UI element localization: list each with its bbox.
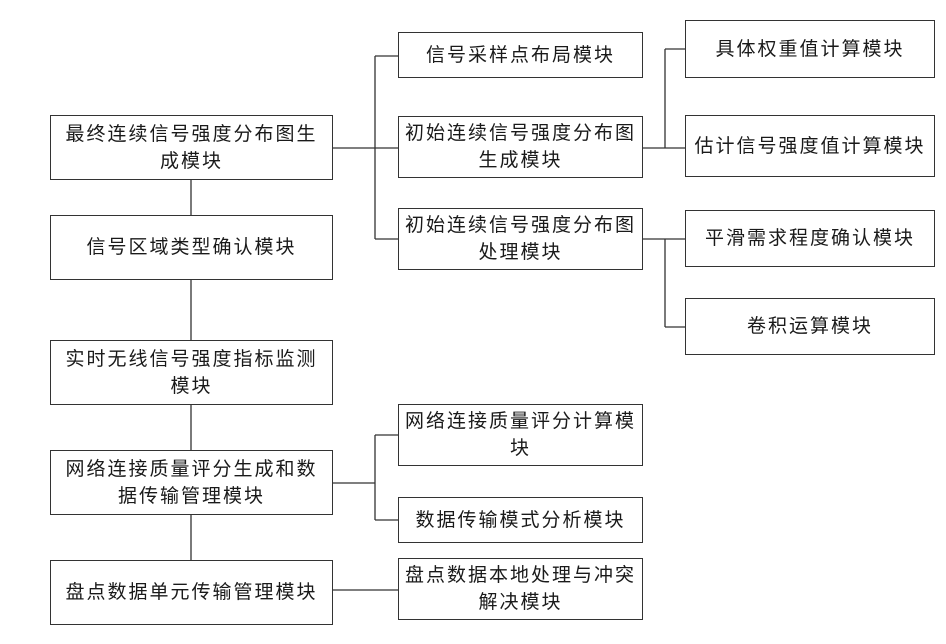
initial-map-generation-module: 初始连续信号强度分布图生成模块 <box>398 116 643 178</box>
score-calc-label: 网络连接质量评分计算模块 <box>404 408 638 462</box>
estimate-calc-label: 估计信号强度值计算模块 <box>694 133 925 160</box>
region-type-confirm-label: 信号区域类型确认模块 <box>86 234 296 261</box>
initial-map-processing-module: 初始连续信号强度分布图处理模块 <box>398 208 643 270</box>
local-processing-module: 盘点数据本地处理与冲突解决模块 <box>398 558 643 620</box>
initial-map-generation-label: 初始连续信号强度分布图生成模块 <box>404 120 638 174</box>
transfer-mode-analysis-module: 数据传输模式分析模块 <box>398 497 643 543</box>
smooth-confirm-module: 平滑需求程度确认模块 <box>685 210 935 267</box>
final-map-generation-module: 最终连续信号强度分布图生成模块 <box>50 115 333 180</box>
convolution-module: 卷积运算模块 <box>685 298 935 355</box>
final-map-generation-label: 最终连续信号强度分布图生成模块 <box>57 121 327 175</box>
weight-calc-module: 具体权重值计算模块 <box>685 20 935 78</box>
realtime-monitor-label: 实时无线信号强度指标监测模块 <box>57 346 327 400</box>
initial-map-processing-label: 初始连续信号强度分布图处理模块 <box>404 212 638 266</box>
sampling-layout-module: 信号采样点布局模块 <box>398 32 643 78</box>
local-processing-label: 盘点数据本地处理与冲突解决模块 <box>404 562 638 616</box>
sampling-layout-label: 信号采样点布局模块 <box>426 42 615 69</box>
convolution-label: 卷积运算模块 <box>747 313 873 340</box>
inventory-transfer-label: 盘点数据单元传输管理模块 <box>65 579 317 606</box>
estimate-calc-module: 估计信号强度值计算模块 <box>685 115 935 177</box>
network-score-transfer-label: 网络连接质量评分生成和数据传输管理模块 <box>57 456 327 510</box>
region-type-confirm-module: 信号区域类型确认模块 <box>50 215 333 280</box>
transfer-mode-analysis-label: 数据传输模式分析模块 <box>415 507 625 534</box>
inventory-transfer-module: 盘点数据单元传输管理模块 <box>50 560 333 625</box>
smooth-confirm-label: 平滑需求程度确认模块 <box>705 225 915 252</box>
realtime-monitor-module: 实时无线信号强度指标监测模块 <box>50 340 333 405</box>
network-score-transfer-module: 网络连接质量评分生成和数据传输管理模块 <box>50 450 333 515</box>
weight-calc-label: 具体权重值计算模块 <box>715 36 904 63</box>
score-calc-module: 网络连接质量评分计算模块 <box>398 404 643 466</box>
